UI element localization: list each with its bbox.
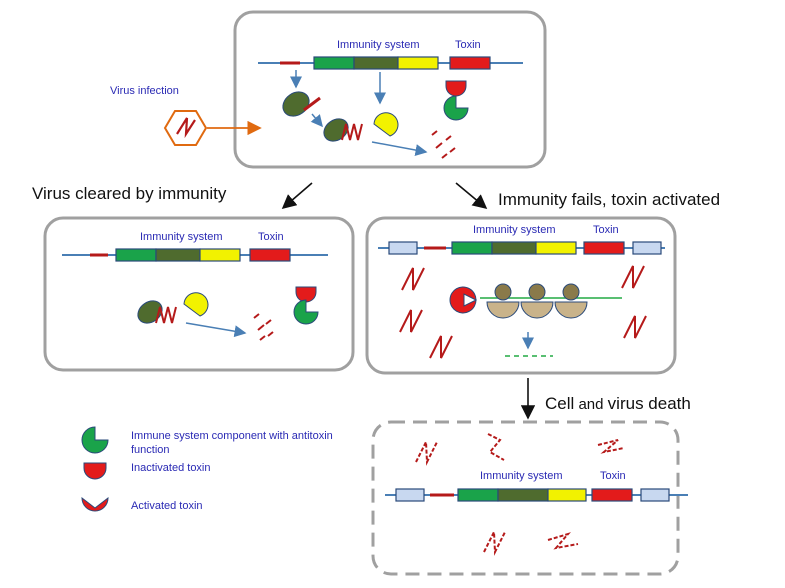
top-bound-virus [341,123,363,141]
top-crrna-1 [303,96,321,112]
cleared-bound-virus [155,306,177,324]
fails-right-marker [632,241,662,255]
cleared-panel: Immunity system Toxin [43,216,355,372]
cleared-heading: Virus cleared by immunity [32,184,227,203]
arrow-to-cleared [281,182,313,210]
death-virus-fragment-2 [487,433,505,461]
top-toxin-gene [449,56,491,70]
virus-genome-icon [176,117,196,139]
cleared-immunity-label: Immunity system [140,231,223,243]
death-right-marker [640,488,670,502]
death-panel: Immunity system Toxin [371,420,688,576]
death-heading: Cell and virus death [545,394,691,413]
fails-panel: Immunity system Toxin [365,216,677,375]
legend-antitoxin-label-1: Immune system component with antitoxin [131,430,333,442]
ribosome-large-2 [520,301,554,319]
fails-left-marker [388,241,418,255]
top-panel: Immunity system Toxin [233,10,547,169]
top-virus-fragments [431,130,456,159]
cleared-yellow-nuclease [183,292,209,317]
top-cas-protein-1 [282,91,310,117]
ribosome-small-2 [528,283,546,301]
top-immunity-gene-green [313,56,355,70]
death-toxin-label: Toxin [600,470,626,482]
antitoxin-icon [81,426,109,454]
cleared-virus-fragments [253,313,274,341]
cleared-arrow-degrade [185,322,247,338]
fails-virus-3 [429,335,453,359]
death-virus-fragment-3 [597,439,625,454]
death-left-marker [395,488,425,502]
top-arrow-degrade [371,141,428,156]
cleared-immunity-gene-green [115,248,157,262]
legend-activated-label: Activated toxin [131,500,203,512]
legend-antitoxin-label-2: function [131,444,170,456]
ribosome-small-1 [494,283,512,301]
top-antitoxin [443,95,469,121]
arrow-to-fails [455,182,488,210]
fails-heading: Immunity fails, toxin activated [498,190,720,209]
top-panel-frame [233,10,547,169]
top-immunity-gene-yellow [397,56,439,70]
top-yellow-nuclease [373,112,399,137]
fails-immunity-label: Immunity system [473,224,556,236]
top-immunity-gene-olive [353,56,399,70]
fails-virus-2 [399,309,423,333]
cleared-inactivated-toxin [295,286,317,303]
death-toxin-gene [591,488,633,502]
cleared-immunity-gene-yellow [199,248,241,262]
cleared-toxin-gene [249,248,291,262]
fails-virus-5 [623,315,647,339]
top-immunity-label: Immunity system [337,39,420,51]
fails-immunity-gene-green [451,241,493,255]
fails-toxin-label: Toxin [593,224,619,236]
cleared-toxin-label: Toxin [258,231,284,243]
death-immunity-gene-yellow [547,488,587,502]
fails-virus-1 [401,267,425,291]
fails-virus-4 [621,265,645,289]
virus-infection-label: Virus infection [110,85,179,97]
fails-activated-toxin [449,286,478,314]
fails-toxin-gene [583,241,625,255]
legend: Immune system component with antitoxin f… [81,426,333,512]
fails-immunity-gene-yellow [535,241,577,255]
death-immunity-label: Immunity system [480,470,563,482]
death-virus-fragment-4 [483,528,506,556]
ribosome-large-3 [554,301,588,319]
virus-infection: Virus infection [110,85,262,146]
activated-toxin-icon [81,496,109,512]
ribosome-large-1 [486,301,520,319]
death-immunity-gene-olive [497,488,549,502]
top-toxin-label: Toxin [455,39,481,51]
cleared-immunity-gene-olive [155,248,201,262]
death-immunity-gene-green [457,488,499,502]
top-inactivated-toxin [445,80,467,97]
ribosome-small-3 [562,283,580,301]
death-virus-fragment-1 [415,438,438,466]
fails-immunity-gene-olive [491,241,537,255]
fails-panel-frame [365,216,677,375]
cleared-antitoxin [293,299,319,325]
inactivated-toxin-icon [83,462,107,480]
virus-capsid-icon [163,110,208,146]
legend-inactivated-label: Inactivated toxin [131,462,211,474]
top-arrow-complex [310,113,323,128]
death-virus-fragment-5 [547,532,579,550]
